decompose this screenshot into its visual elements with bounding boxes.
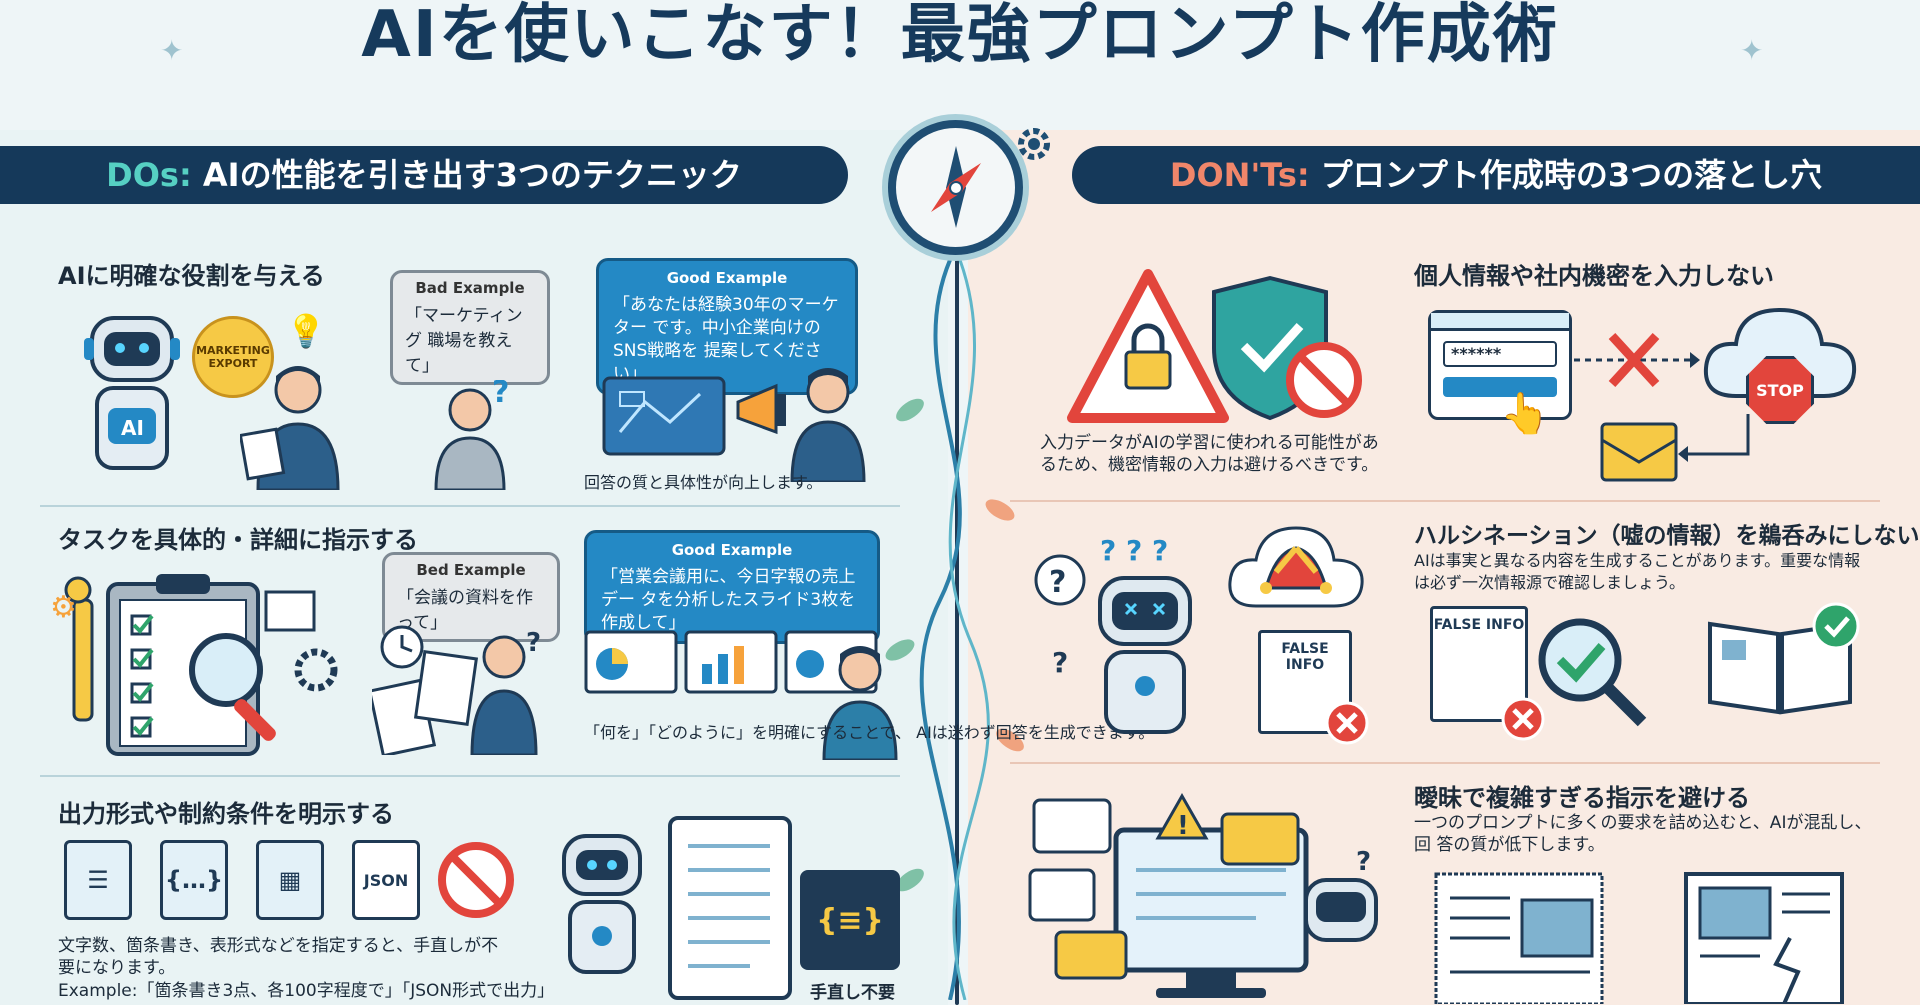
svg-text:?: ? — [1049, 565, 1066, 600]
dos-item-2-desc: 「何を」「どのように」を明確にすることで、 AIは迷わず回答を生成できます。 — [584, 723, 1155, 742]
json-format-icon: JSON — [352, 840, 420, 920]
scroll-document-icon — [668, 816, 792, 1000]
donts-item-2-title: ハルシネーション（嘘の情報）を鵜呑みにしない — [1414, 523, 1920, 549]
donts-item-2-desc: AIは事実と異なる内容を生成することがあります。重要な情報 は必ず一次情報源で確… — [1414, 551, 1861, 592]
marketing-badge-label: MARKETING EXPORT — [196, 344, 270, 370]
thinking-person-icon: ? — [434, 380, 509, 490]
vine-decoration — [885, 259, 1024, 1000]
svg-text:? ? ?: ? ? ? — [1100, 534, 1168, 567]
false-info-doc: FALSE INFO — [1430, 606, 1528, 722]
donts-prefix: DON'Ts: — [1169, 156, 1310, 194]
svg-text:?: ? — [492, 380, 509, 410]
separator — [40, 775, 900, 777]
dos-prefix: DOs: — [106, 156, 192, 194]
bad-example-tag: Bad Example — [415, 279, 525, 297]
svg-text:?: ? — [1052, 646, 1068, 679]
person-icon — [240, 366, 340, 490]
blueprint-icon — [602, 376, 726, 456]
donts-item-3-title: 曖昧で複雑すぎる指示を避ける — [1414, 784, 1750, 812]
bad-example-text: 「マーケティング 職場を教えて」 — [405, 306, 523, 376]
gear-icon: ⚙ — [50, 590, 77, 625]
center-divider — [955, 150, 959, 1005]
good-example-bubble-2: Good Example 「営業会議用に、今日字報の売上デー タを分析したスライ… — [584, 530, 880, 644]
login-window: ****** — [1428, 310, 1572, 420]
page-title: AIを使いこなす！最強プロンプト作成術 — [361, 0, 1559, 72]
donts-heading: プロンプト作成時の3つの落とし穴 — [1309, 156, 1823, 194]
braces-format-icon: {…} — [160, 840, 228, 920]
magnifier-check-icon — [1538, 618, 1647, 727]
dos-heading: AIの性能を引き出す3つのテクニック — [191, 156, 742, 194]
dos-item-3-example: Example:「箇条書き3点、各100字程度で」「JSON形式で出力」 — [58, 981, 555, 1001]
bad-example-tag: Bed Example — [416, 561, 526, 579]
robot-icon — [84, 316, 180, 470]
gear-icon — [1018, 128, 1050, 160]
no-limit-icon — [438, 842, 514, 918]
pointing-hand-icon: 👆 — [1500, 391, 1550, 437]
sparkle-icon: ✦ — [1740, 34, 1764, 67]
donts-item-1-desc: 入力データがAIの学習に使われる可能性があ るため、機密情報の入力は避けるべきで… — [1040, 433, 1379, 475]
donts-item-3-desc: 一つのプロンプトに多くの要求を詰め込むと、AIが混乱し、回 答の質が低下します。 — [1414, 813, 1872, 855]
dos-item-2-title: タスクを具体的・詳細に指示する — [58, 526, 418, 554]
dos-item-3-desc: 文字数、箇条書き、表形式などを指定すると、手直しが不 要になります。 — [58, 936, 499, 978]
overloaded-monitor-icon: ! ? — [1028, 792, 1378, 998]
confused-robot-icon: ? ? ? ? ? — [1034, 534, 1192, 734]
code-output-icon: {≡} — [800, 870, 900, 970]
cloud-icon — [1703, 307, 1857, 398]
password-field: ****** — [1443, 341, 1557, 367]
robot-label: AI — [121, 416, 144, 440]
open-book-icon — [1708, 602, 1860, 715]
svg-text:?: ? — [1356, 847, 1371, 877]
jester-hat-thought-icon — [1228, 526, 1364, 608]
compass-icon — [888, 120, 1023, 255]
marketing-badge: MARKETING EXPORT — [192, 316, 274, 398]
sparkle-icon: ✦ — [160, 34, 184, 67]
error-x-icon — [1325, 701, 1369, 745]
good-example-tag: Good Example — [666, 269, 788, 287]
separator — [40, 505, 900, 507]
error-x-icon — [1501, 697, 1545, 741]
separator — [1010, 500, 1880, 502]
good-example-text: 「あなたは経験30年のマーケター です。中小企業向けのSNS戦略を 提案してくだ… — [613, 295, 839, 384]
clipboard-checklist-icon — [64, 574, 338, 756]
stop-label: STOP — [1756, 380, 1804, 400]
broken-document-icon — [1684, 872, 1844, 1004]
messy-document-icon — [1434, 872, 1604, 1004]
warning-lock-icon — [1067, 269, 1362, 423]
robot-icon — [562, 834, 642, 974]
table-format-icon: ▦ — [256, 840, 324, 920]
list-format-icon: ☰ — [64, 840, 132, 920]
blocked-arrow-icon — [1574, 332, 1700, 388]
svg-text:!: ! — [1177, 811, 1189, 841]
no-fix-label: 手直し不要 — [810, 983, 895, 1003]
megaphone-person-icon — [736, 368, 866, 482]
confused-person-documents-icon: ? — [372, 625, 541, 755]
dos-banner: DOs: AIの性能を引き出す3つのテクニック — [0, 146, 848, 204]
separator — [1010, 762, 1880, 764]
presenter-person-icon — [822, 646, 898, 760]
donts-item-1-title: 個人情報や社内機密を入力しない — [1414, 262, 1774, 290]
lightbulb-icon: 💡 — [286, 312, 326, 350]
bad-example-bubble-1: Bad Example 「マーケティング 職場を教えて」 — [390, 270, 550, 385]
donts-banner: DON'Ts: プロンプト作成時の3つの落とし穴 — [1072, 146, 1920, 204]
dos-item-3-title: 出力形式や制約条件を明示する — [58, 800, 394, 828]
dos-item-1-desc: 回答の質と具体性が向上します。 — [584, 473, 823, 492]
folder-mail-icon — [1600, 414, 1750, 482]
json-label: JSON — [363, 870, 409, 890]
good-example-text: 「営業会議用に、今日字報の売上デー タを分析したスライド3枚を作成して」 — [601, 567, 856, 633]
stop-sign: STOP — [1746, 356, 1814, 424]
svg-text:?: ? — [526, 628, 541, 658]
good-example-tag: Good Example — [671, 541, 793, 559]
dos-item-1-title: AIに明確な役割を与える — [58, 262, 325, 290]
